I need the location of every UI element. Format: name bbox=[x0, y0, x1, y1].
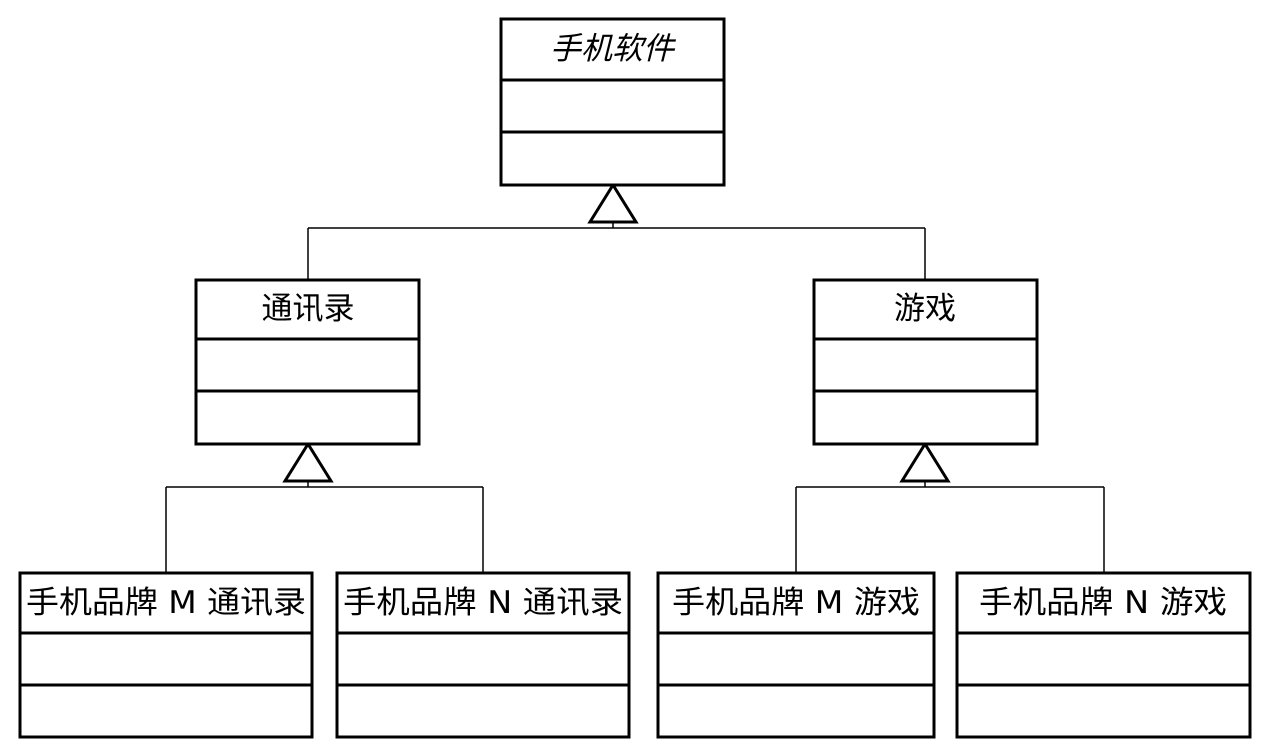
class-name-brand-n-games: 手机品牌 N 游戏 bbox=[979, 585, 1227, 621]
class-name-brand-n-contacts: 手机品牌 N 通讯录 bbox=[343, 585, 623, 621]
inheritance-connector-root bbox=[307, 222, 926, 280]
inheritance-connector-contacts bbox=[165, 481, 484, 573]
class-name-brand-m-games: 手机品牌 M 游戏 bbox=[672, 585, 920, 621]
inheritance-connector-games bbox=[795, 481, 1105, 573]
generalization-arrow-icon bbox=[587, 182, 639, 224]
class-name-games: 游戏 bbox=[894, 291, 956, 327]
class-box-contacts: 通讯录 bbox=[194, 278, 421, 446]
generalization-arrow-icon bbox=[899, 441, 951, 483]
class-box-brand-m-contacts: 手机品牌 M 通讯录 bbox=[18, 571, 314, 739]
generalization-arrow-icon bbox=[282, 441, 334, 483]
class-name-brand-m-contacts: 手机品牌 M 通讯录 bbox=[26, 585, 306, 621]
class-name-root: 手机软件 bbox=[550, 31, 677, 67]
class-box-brand-n-games: 手机品牌 N 游戏 bbox=[955, 571, 1252, 739]
class-box-root: 手机软件 bbox=[499, 17, 726, 187]
class-box-brand-n-contacts: 手机品牌 N 通讯录 bbox=[335, 571, 631, 739]
class-box-brand-m-games: 手机品牌 M 游戏 bbox=[656, 571, 936, 739]
class-name-contacts: 通讯录 bbox=[262, 291, 355, 327]
class-box-games: 游戏 bbox=[812, 278, 1039, 446]
